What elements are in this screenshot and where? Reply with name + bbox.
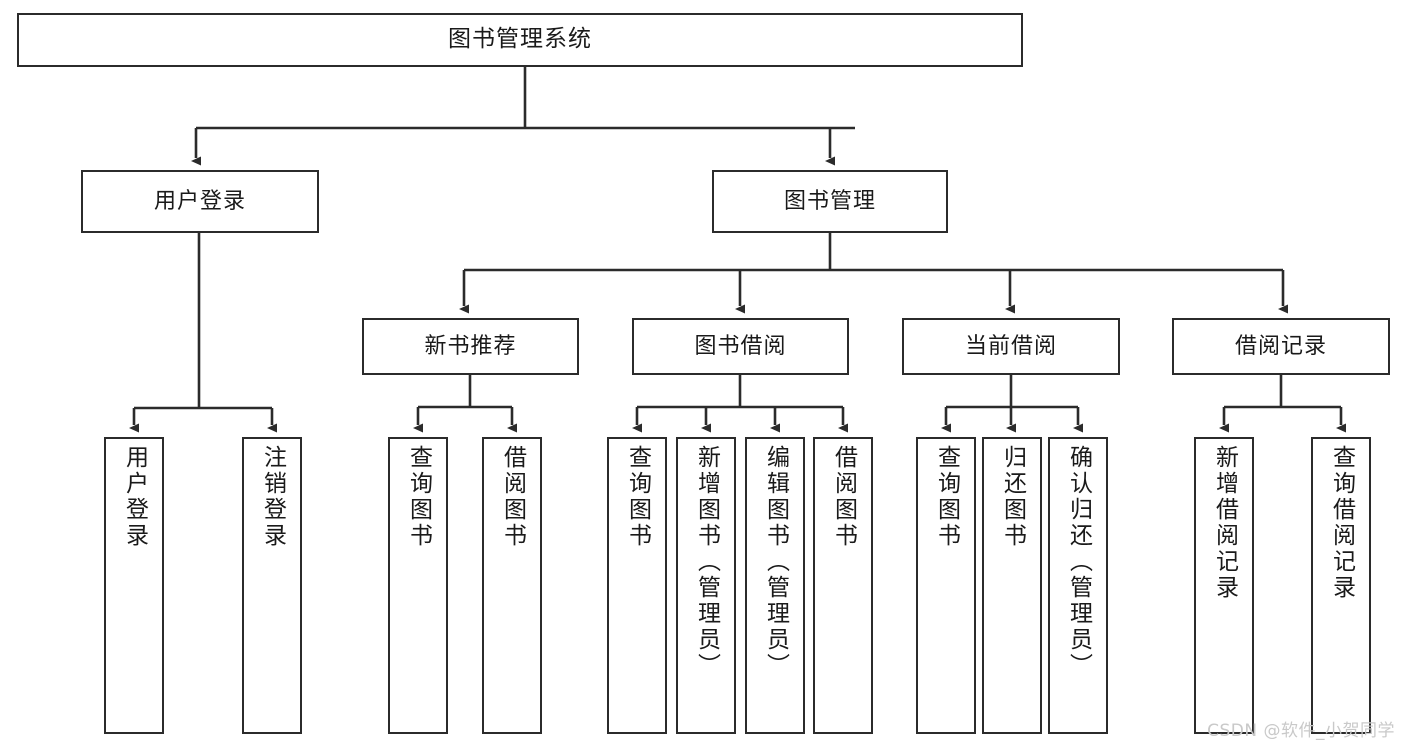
leaf-current-return-book[interactable]: 归还图书 (982, 437, 1042, 734)
leaf-new-book-borrow-label: 借阅图书 (499, 445, 526, 549)
node-book-management-label: 图书管理 (783, 188, 876, 214)
leaf-current-confirm-return[interactable]: 确认归还（管理员） (1048, 437, 1108, 734)
leaf-borrow-borrow-book-label: 借阅图书 (830, 445, 857, 549)
leaf-borrow-query-book-label: 查询图书 (624, 445, 651, 549)
node-user-login-label: 用户登录 (153, 188, 246, 214)
node-root[interactable]: 图书管理系统 (17, 13, 1023, 67)
leaf-borrow-edit-book-label: 编辑图书（管理员） (762, 445, 789, 679)
leaf-borrow-query-book[interactable]: 查询图书 (607, 437, 667, 734)
leaf-current-query-book-label: 查询图书 (933, 445, 960, 549)
node-user-login[interactable]: 用户登录 (81, 170, 319, 233)
node-current-borrow-label: 当前借阅 (964, 333, 1057, 359)
leaf-user-login-signin[interactable]: 用户登录 (104, 437, 164, 734)
leaf-user-login-signout-label: 注销登录 (259, 445, 286, 549)
node-borrow-record-label: 借阅记录 (1234, 333, 1327, 359)
node-new-book-recommend-label: 新书推荐 (424, 333, 517, 359)
leaf-borrow-borrow-book[interactable]: 借阅图书 (813, 437, 873, 734)
leaf-new-book-query-label: 查询图书 (405, 445, 432, 549)
leaf-current-return-book-label: 归还图书 (999, 445, 1026, 549)
leaf-user-login-signin-label: 用户登录 (121, 445, 148, 549)
node-new-book-recommend[interactable]: 新书推荐 (362, 318, 579, 375)
node-current-borrow[interactable]: 当前借阅 (902, 318, 1120, 375)
node-borrow-record[interactable]: 借阅记录 (1172, 318, 1390, 375)
watermark: CSDN @软件_小贺同学 (1207, 721, 1395, 741)
leaf-borrow-edit-book[interactable]: 编辑图书（管理员） (745, 437, 805, 734)
leaf-current-confirm-return-label: 确认归还（管理员） (1065, 445, 1092, 679)
node-book-borrow[interactable]: 图书借阅 (632, 318, 849, 375)
leaf-record-query-label: 查询借阅记录 (1328, 445, 1355, 601)
leaf-record-query[interactable]: 查询借阅记录 (1311, 437, 1371, 734)
node-book-borrow-label: 图书借阅 (694, 333, 787, 359)
leaf-new-book-query[interactable]: 查询图书 (388, 437, 448, 734)
leaf-new-book-borrow[interactable]: 借阅图书 (482, 437, 542, 734)
leaf-user-login-signout[interactable]: 注销登录 (242, 437, 302, 734)
leaf-borrow-add-book-label: 新增图书（管理员） (693, 445, 720, 679)
node-root-label: 图书管理系统 (448, 26, 592, 53)
node-book-management[interactable]: 图书管理 (712, 170, 948, 233)
leaf-borrow-add-book[interactable]: 新增图书（管理员） (676, 437, 736, 734)
leaf-current-query-book[interactable]: 查询图书 (916, 437, 976, 734)
leaf-record-add-label: 新增借阅记录 (1211, 445, 1238, 601)
leaf-record-add[interactable]: 新增借阅记录 (1194, 437, 1254, 734)
